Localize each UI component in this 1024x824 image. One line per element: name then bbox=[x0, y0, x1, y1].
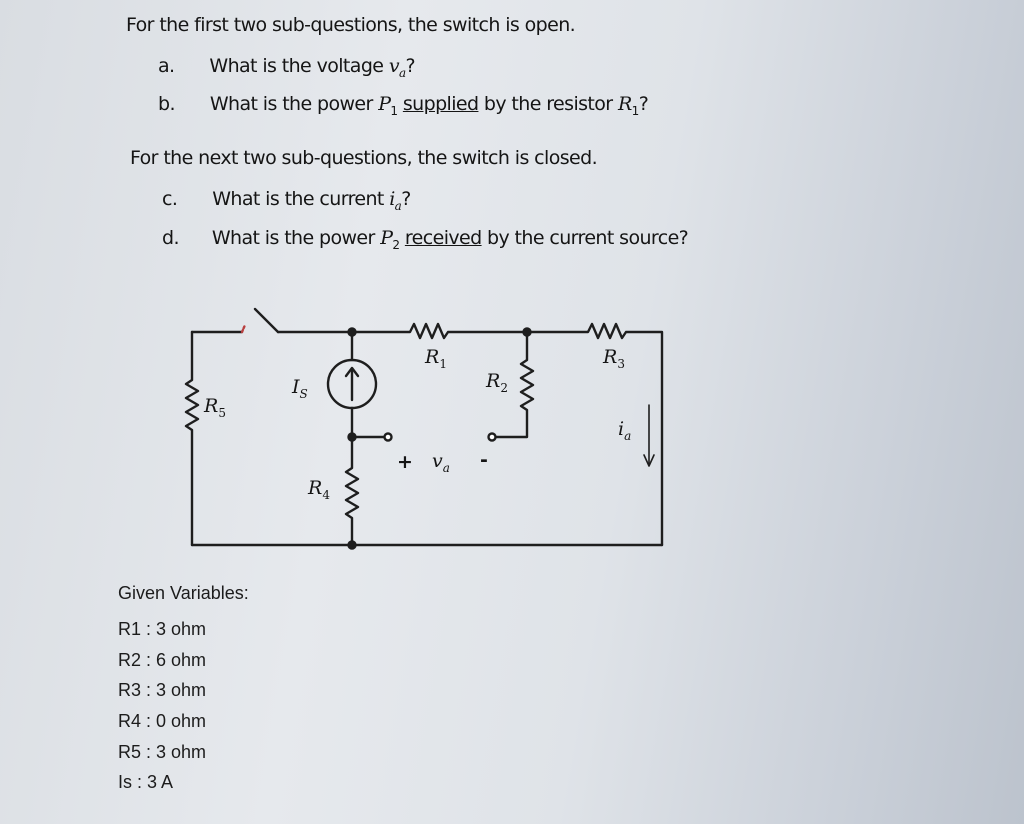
question-a-label: a. bbox=[158, 55, 175, 77]
label-r1: R1 bbox=[425, 346, 447, 371]
emph-supplied: supplied bbox=[402, 93, 479, 115]
var-p1-sub: 1 bbox=[390, 103, 398, 118]
r3-resistor bbox=[525, 322, 664, 547]
given-title: Given Variables: bbox=[118, 583, 249, 603]
var-p2: P bbox=[380, 227, 393, 249]
label-va: va bbox=[432, 450, 450, 475]
given-r3: R3 : 3 ohm bbox=[118, 680, 207, 700]
terminal-plus bbox=[383, 432, 393, 442]
label-r5: R5 bbox=[204, 395, 226, 420]
var-r1: R bbox=[617, 93, 632, 115]
section2-intro: For the next two sub-questions, the swit… bbox=[130, 147, 598, 169]
given-r2: R2 : 6 ohm bbox=[118, 650, 207, 670]
question-b-mid: by the resistor bbox=[478, 93, 618, 115]
question-b-text: What is the power bbox=[209, 93, 379, 115]
terminal-minus bbox=[487, 432, 497, 442]
section1-intro: For the first two sub-questions, the swi… bbox=[126, 14, 576, 36]
switch[interactable] bbox=[240, 307, 280, 334]
question-d: d. What is the power P2 received by the … bbox=[162, 227, 689, 252]
question-c-text: What is the current bbox=[212, 188, 390, 210]
var-ia: i bbox=[389, 188, 395, 210]
question-c: c. What is the current ia? bbox=[162, 188, 411, 213]
question-c-end: ? bbox=[401, 188, 411, 210]
label-r4: R4 bbox=[308, 477, 330, 502]
question-d-label: d. bbox=[162, 227, 180, 249]
label-r2: R2 bbox=[486, 370, 508, 395]
question-b: b. What is the power P1 supplied by the … bbox=[158, 93, 649, 118]
given-r1: R1 : 3 ohm bbox=[118, 619, 207, 639]
current-source bbox=[326, 358, 378, 410]
question-a-end: ? bbox=[405, 55, 416, 77]
label-ia: ia bbox=[618, 418, 632, 443]
label-is: IS bbox=[292, 376, 308, 401]
var-p1: P bbox=[378, 93, 391, 115]
given-is: Is : 3 A bbox=[118, 772, 174, 792]
var-ia-sub: a bbox=[394, 198, 402, 213]
r2-resistor bbox=[493, 330, 535, 439]
var-va-sub: a bbox=[398, 65, 406, 80]
question-d-end: by the current source? bbox=[481, 227, 689, 249]
label-minus: - bbox=[480, 449, 488, 471]
emph-received: received bbox=[404, 227, 482, 249]
var-va: v bbox=[388, 55, 400, 77]
var-r1-sub: 1 bbox=[631, 103, 640, 118]
question-a: a. What is the voltage va? bbox=[158, 55, 416, 80]
given-r4: R4 : 0 ohm bbox=[118, 711, 207, 731]
ia-arrow-icon bbox=[643, 404, 655, 467]
var-p2-sub: 2 bbox=[392, 237, 400, 252]
r5-resistor bbox=[184, 330, 200, 547]
question-c-label: c. bbox=[162, 188, 178, 210]
question-b-label: b. bbox=[158, 93, 176, 115]
given-r5: R5 : 3 ohm bbox=[118, 742, 207, 762]
question-a-text: What is the voltage bbox=[209, 55, 389, 77]
r4-resistor bbox=[344, 435, 360, 547]
question-b-end: ? bbox=[638, 93, 649, 115]
question-d-text: What is the power bbox=[211, 227, 381, 249]
r1-resistor bbox=[350, 322, 529, 340]
label-plus: + bbox=[397, 451, 413, 473]
label-r3: R3 bbox=[603, 346, 625, 371]
